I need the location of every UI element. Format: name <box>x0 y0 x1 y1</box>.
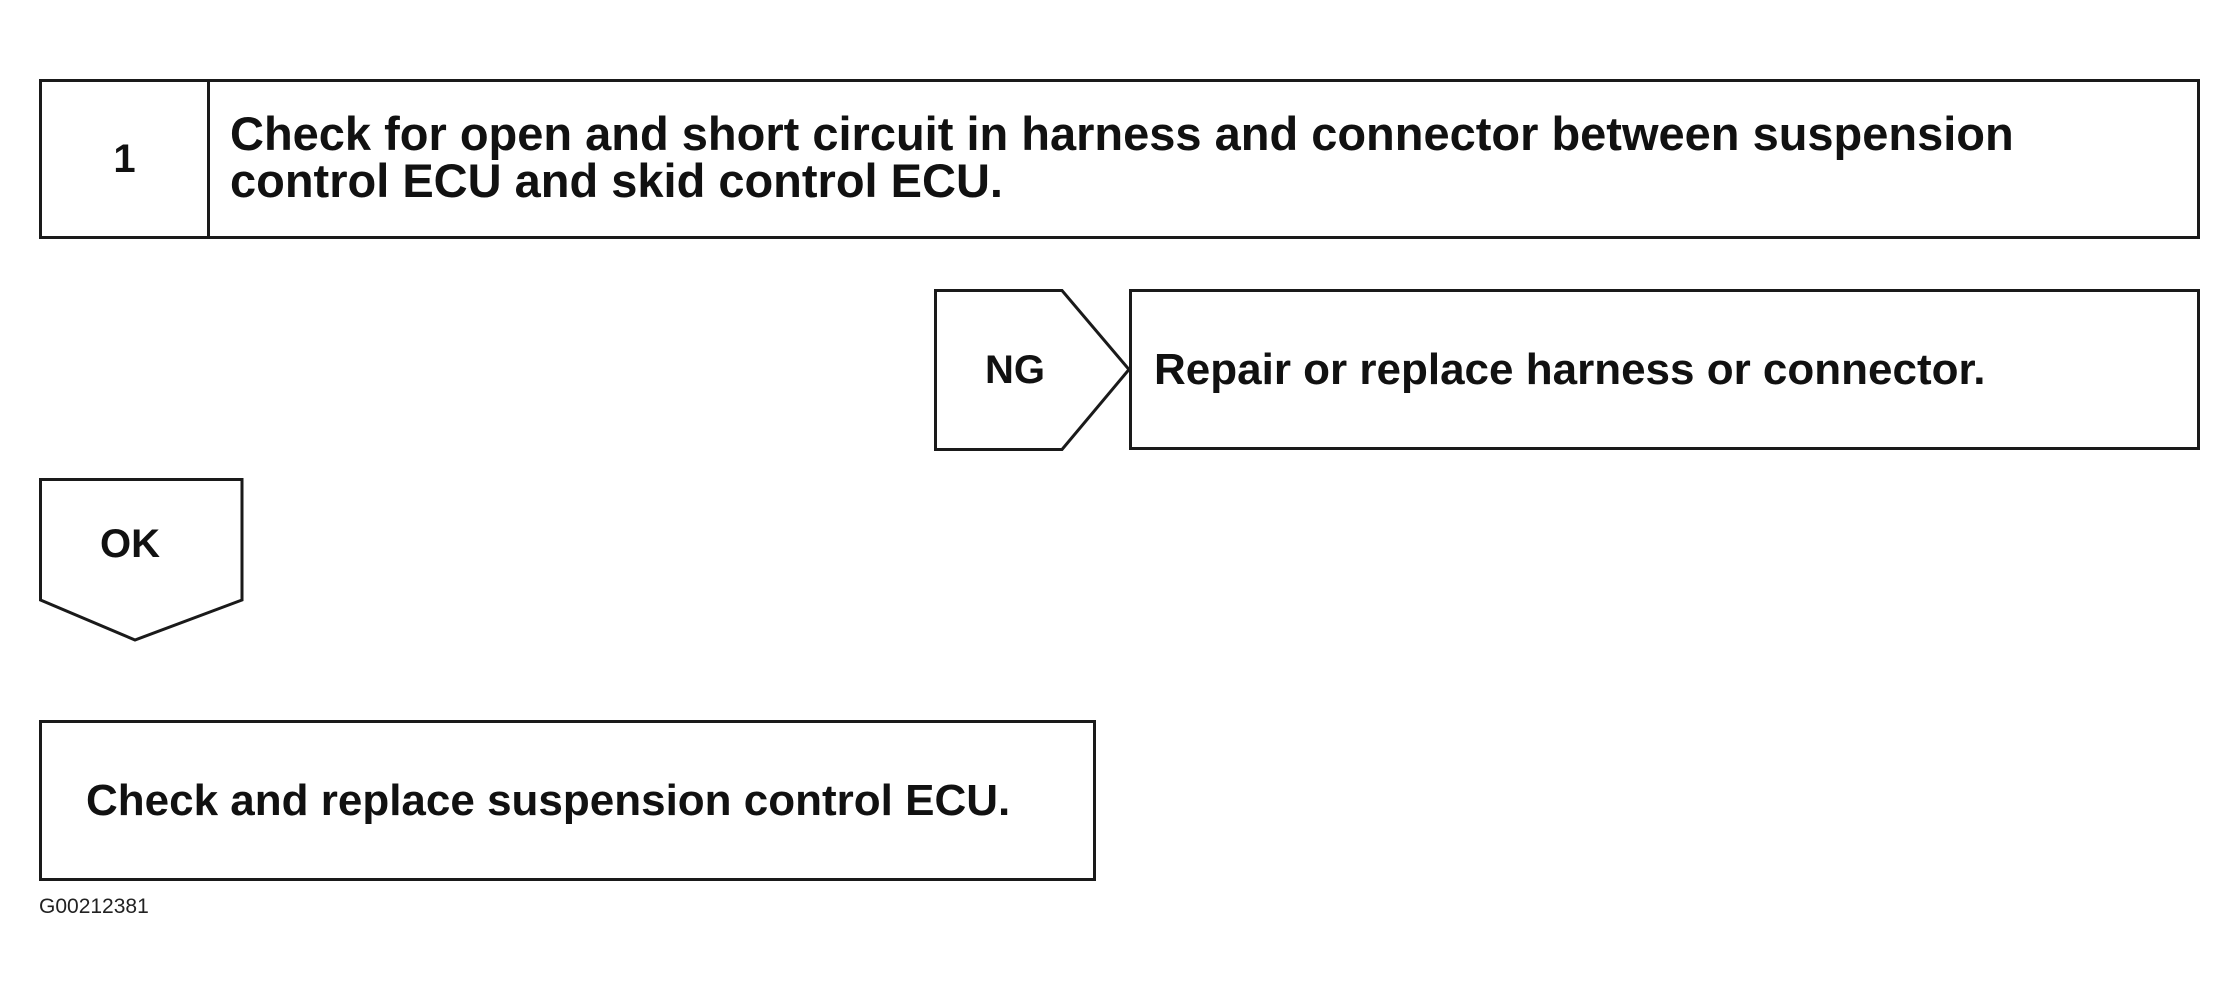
figure-id: G00212381 <box>39 895 149 918</box>
ok-arrow-icon <box>39 478 244 642</box>
ng-result-text: Repair or replace harness or connector. <box>1154 344 1986 394</box>
final-action-text: Check and replace suspension control ECU… <box>86 775 1011 825</box>
ng-label: NG <box>985 348 1045 392</box>
final-action-box: Check and replace suspension control ECU… <box>39 720 1096 881</box>
ng-result-box: Repair or replace harness or connector. <box>1129 289 2200 450</box>
step-description: Check for open and short circuit in harn… <box>230 107 2014 207</box>
step-box: 1 Check for open and short circuit in ha… <box>39 79 2200 239</box>
ng-arrow-icon <box>934 289 1131 451</box>
ok-label: OK <box>100 522 160 566</box>
step-number: 1 <box>42 82 210 236</box>
